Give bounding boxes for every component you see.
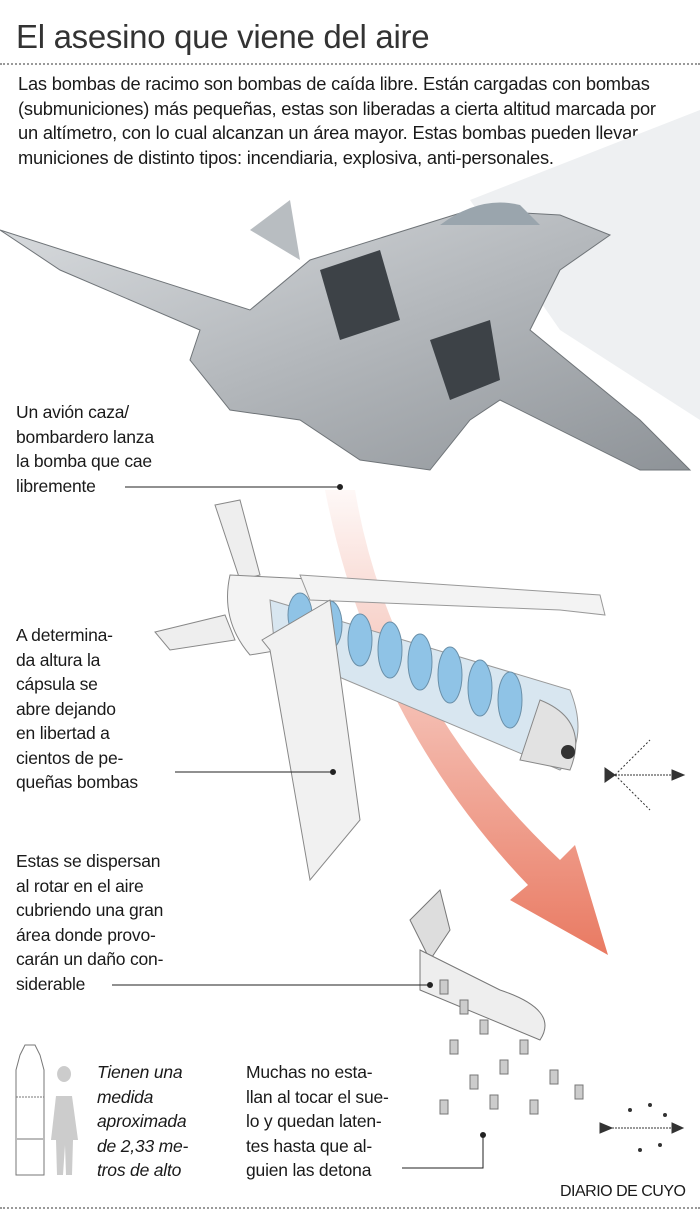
cluster-bomb-opening: [154, 499, 606, 882]
caption-line: cubriendo una gran: [16, 900, 164, 920]
caption-line: Tienen una: [97, 1062, 183, 1082]
caption-line: de 2,33 me-: [97, 1135, 189, 1156]
caption-line: libremente: [16, 475, 96, 496]
caption-line: en libertad a: [16, 723, 110, 743]
caption-launch: Un avión caza/ bombardero lanza la bomba…: [16, 400, 154, 498]
caption-line: tros de alto: [97, 1160, 182, 1180]
caption-line: área donde provo-: [16, 924, 156, 945]
caption-line: Estas se dispersan: [16, 851, 161, 871]
caption-line: siderable: [16, 973, 86, 994]
caption-line: bombardero lanza: [16, 426, 154, 447]
title-divider: [0, 63, 700, 65]
caption-line: Muchas no esta-: [246, 1062, 373, 1082]
caption-line: la bomba que cae: [16, 451, 152, 471]
caption-line: carán un daño con-: [16, 949, 164, 969]
human-scale-silhouette: [51, 1066, 78, 1175]
caption-size: Tienen una medida aproximada de 2,33 me-…: [97, 1060, 188, 1183]
caption-line: tes hasta que al-: [246, 1135, 372, 1156]
intro-paragraph: Las bombas de racimo son bombas de caída…: [18, 73, 656, 168]
caption-line: aproximada: [97, 1111, 187, 1131]
caption-line: A determina-: [16, 625, 113, 645]
trajectory-arrow: [325, 490, 608, 955]
bottom-divider: [0, 1207, 700, 1209]
leader-lines: [112, 484, 486, 1169]
publisher-credit: DIARIO DE CUYO: [560, 1183, 686, 1200]
caption-line: Un avión caza/: [16, 402, 129, 422]
caption-unexploded: Muchas no esta- llan al tocar el sue- lo…: [246, 1060, 389, 1183]
caption-line: queñas bombas: [16, 772, 138, 792]
caption-line: medida: [97, 1086, 154, 1107]
bomb-dispersing: [409, 889, 584, 1115]
bomb-side-view-dispersed: [599, 1103, 685, 1152]
caption-open: A determina- da altura la cápsula se abr…: [16, 623, 138, 795]
caption-line: abre dejando: [16, 698, 116, 719]
background-jet-silhouette: [470, 110, 700, 420]
bomb-scale-silhouette: [15, 1044, 45, 1176]
caption-line: al rotar en el aire: [16, 875, 144, 896]
caption-disperse: Estas se dispersan al rotar en el aire c…: [16, 849, 163, 996]
caption-line: cientos de pe-: [16, 747, 124, 768]
caption-line: lo y quedan laten-: [246, 1111, 382, 1131]
bomb-side-view-closed: [604, 739, 686, 811]
fighter-jet: [0, 200, 692, 471]
caption-line: guien las detona: [246, 1160, 372, 1180]
caption-line: da altura la: [16, 649, 101, 670]
caption-line: llan al tocar el sue-: [246, 1086, 389, 1107]
page-title: El asesino que viene del aire: [16, 18, 430, 55]
caption-line: cápsula se: [16, 674, 98, 694]
